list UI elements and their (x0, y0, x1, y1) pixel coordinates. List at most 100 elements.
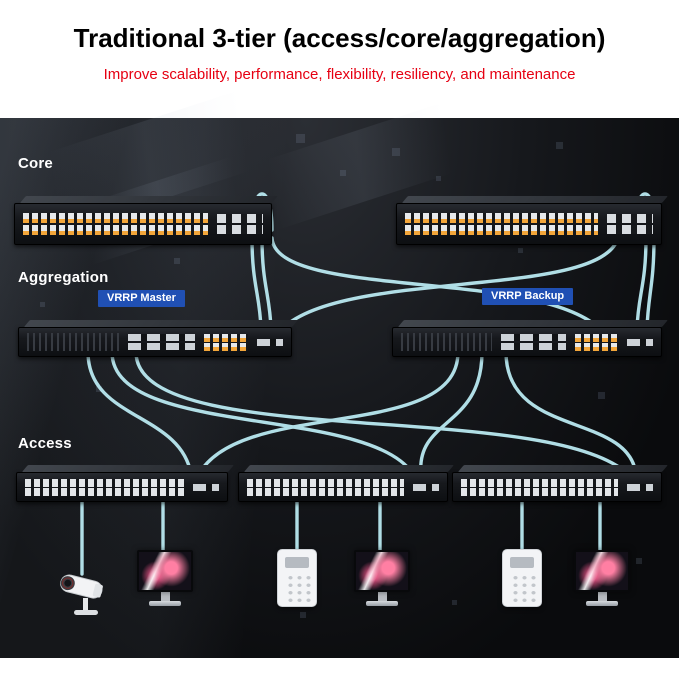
vrrp-master-badge: VRRP Master (98, 290, 185, 307)
header: Traditional 3-tier (access/core/aggregat… (0, 0, 679, 83)
uplink-port-block (627, 337, 653, 347)
port-row (23, 224, 208, 235)
rj45-port-block (575, 333, 618, 352)
aggregation-switch-master (18, 320, 298, 357)
port-row (461, 487, 618, 496)
port-row (25, 478, 184, 487)
desktop-monitor-icon (354, 550, 410, 606)
circuit-decoration (518, 248, 523, 253)
switch-front-panel (16, 472, 228, 502)
tier-label-access: Access (18, 435, 72, 452)
keypad-phone-icon (502, 549, 542, 607)
page-title: Traditional 3-tier (access/core/aggregat… (73, 23, 606, 53)
uplink-port-block (193, 482, 219, 492)
desktop-monitor-icon (137, 550, 193, 606)
port-row (193, 483, 219, 491)
port-row (203, 342, 248, 351)
switch-top-face (244, 465, 454, 472)
switch-top-face (458, 465, 668, 472)
switch-top-face (402, 196, 668, 203)
circuit-decoration (452, 600, 457, 605)
monitor-base (586, 601, 618, 606)
circuit-decoration (636, 558, 642, 564)
port-row (607, 224, 653, 234)
circuit-decoration (556, 142, 563, 149)
uplink-port-block (217, 213, 263, 236)
port-row (500, 334, 567, 342)
page-subtitle: Improve scalability, performance, flexib… (103, 65, 576, 83)
rj45-port-block (247, 478, 404, 497)
port-row (461, 478, 618, 487)
rj45-port-block (461, 478, 618, 497)
port-row (627, 483, 653, 491)
monitor-neck (160, 592, 170, 601)
circuit-decoration (174, 258, 180, 264)
desktop-monitor-icon (574, 550, 630, 606)
switch-top-face (398, 320, 668, 327)
port-row (25, 487, 184, 496)
circuit-decoration (340, 170, 346, 176)
aggregation-switch-backup (392, 320, 668, 357)
circuit-decoration (598, 392, 605, 399)
circuit-decoration (96, 386, 102, 392)
switch-front-panel (452, 472, 662, 502)
circuit-decoration (40, 302, 45, 307)
rj45-port-block (25, 478, 184, 497)
access-switch-3 (452, 465, 668, 502)
uplink-port-block (257, 337, 283, 347)
port-row (247, 478, 404, 487)
camera-graphic (60, 574, 103, 615)
circuit-decoration (296, 134, 305, 143)
tier-label-core: Core (18, 155, 53, 172)
port-row (128, 334, 195, 342)
port-row (217, 214, 263, 224)
monitor-screen (354, 550, 410, 592)
vent-grille (401, 333, 492, 351)
port-row (575, 342, 618, 351)
port-row (500, 342, 567, 350)
uplink-port-block (413, 482, 439, 492)
uplink-port-block (607, 213, 653, 236)
port-row (257, 338, 283, 346)
rj45-port-block (203, 333, 248, 352)
switch-front-panel (392, 327, 662, 357)
uplink-port-block (627, 482, 653, 492)
access-switch-2 (238, 465, 454, 502)
rj45-port-block (405, 212, 598, 237)
vent-grille (27, 333, 120, 351)
keypad-buttons (508, 573, 536, 603)
circuit-decoration (392, 148, 400, 156)
port-row (607, 214, 653, 224)
switch-front-panel (238, 472, 448, 502)
port-row (217, 224, 263, 234)
keypad-screen (285, 557, 309, 568)
port-row (405, 224, 598, 235)
switch-top-face (24, 320, 298, 327)
port-row (203, 333, 248, 342)
monitor-base (149, 601, 181, 606)
switch-front-panel (14, 203, 272, 245)
switch-top-face (22, 465, 234, 472)
monitor-neck (377, 592, 387, 601)
vrrp-backup-badge: VRRP Backup (482, 288, 574, 305)
core-switch-right (396, 196, 668, 245)
port-row (405, 213, 598, 224)
monitor-base (366, 601, 398, 606)
ip-camera-icon (50, 566, 112, 625)
port-row (247, 487, 404, 496)
keypad-buttons (283, 573, 311, 603)
keypad-screen (510, 557, 534, 568)
sfp-port-block (128, 333, 195, 352)
port-row (627, 338, 653, 346)
switch-front-panel (396, 203, 662, 245)
port-row (23, 213, 208, 224)
sfp-port-block (500, 333, 567, 352)
port-row (128, 342, 195, 350)
switch-top-face (20, 196, 278, 203)
monitor-screen (137, 550, 193, 592)
port-row (575, 333, 618, 342)
switch-front-panel (18, 327, 292, 357)
monitor-screen (574, 550, 630, 592)
rj45-port-block (23, 212, 208, 237)
